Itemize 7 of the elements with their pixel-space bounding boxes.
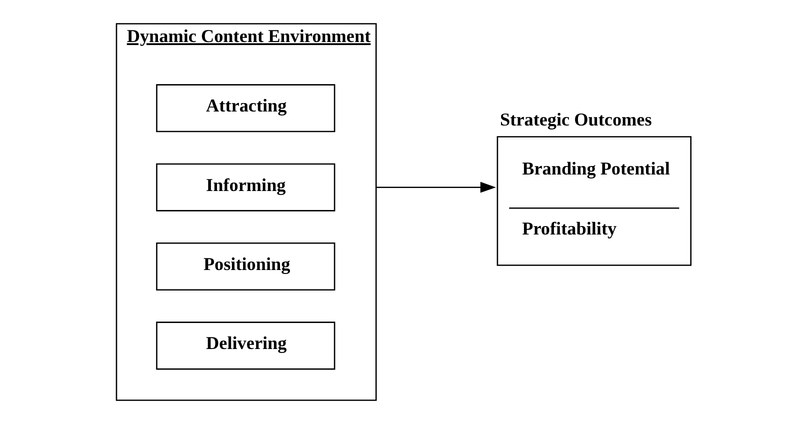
node-box: Informing	[156, 163, 335, 212]
arrow	[376, 182, 496, 193]
node-box: Delivering	[156, 322, 335, 370]
node-box: Positioning	[156, 242, 335, 291]
node-box: Attracting	[156, 84, 335, 132]
node-box: Branding Potential Profitability	[496, 136, 691, 266]
node-label: Strategic Outcomes	[500, 109, 652, 130]
